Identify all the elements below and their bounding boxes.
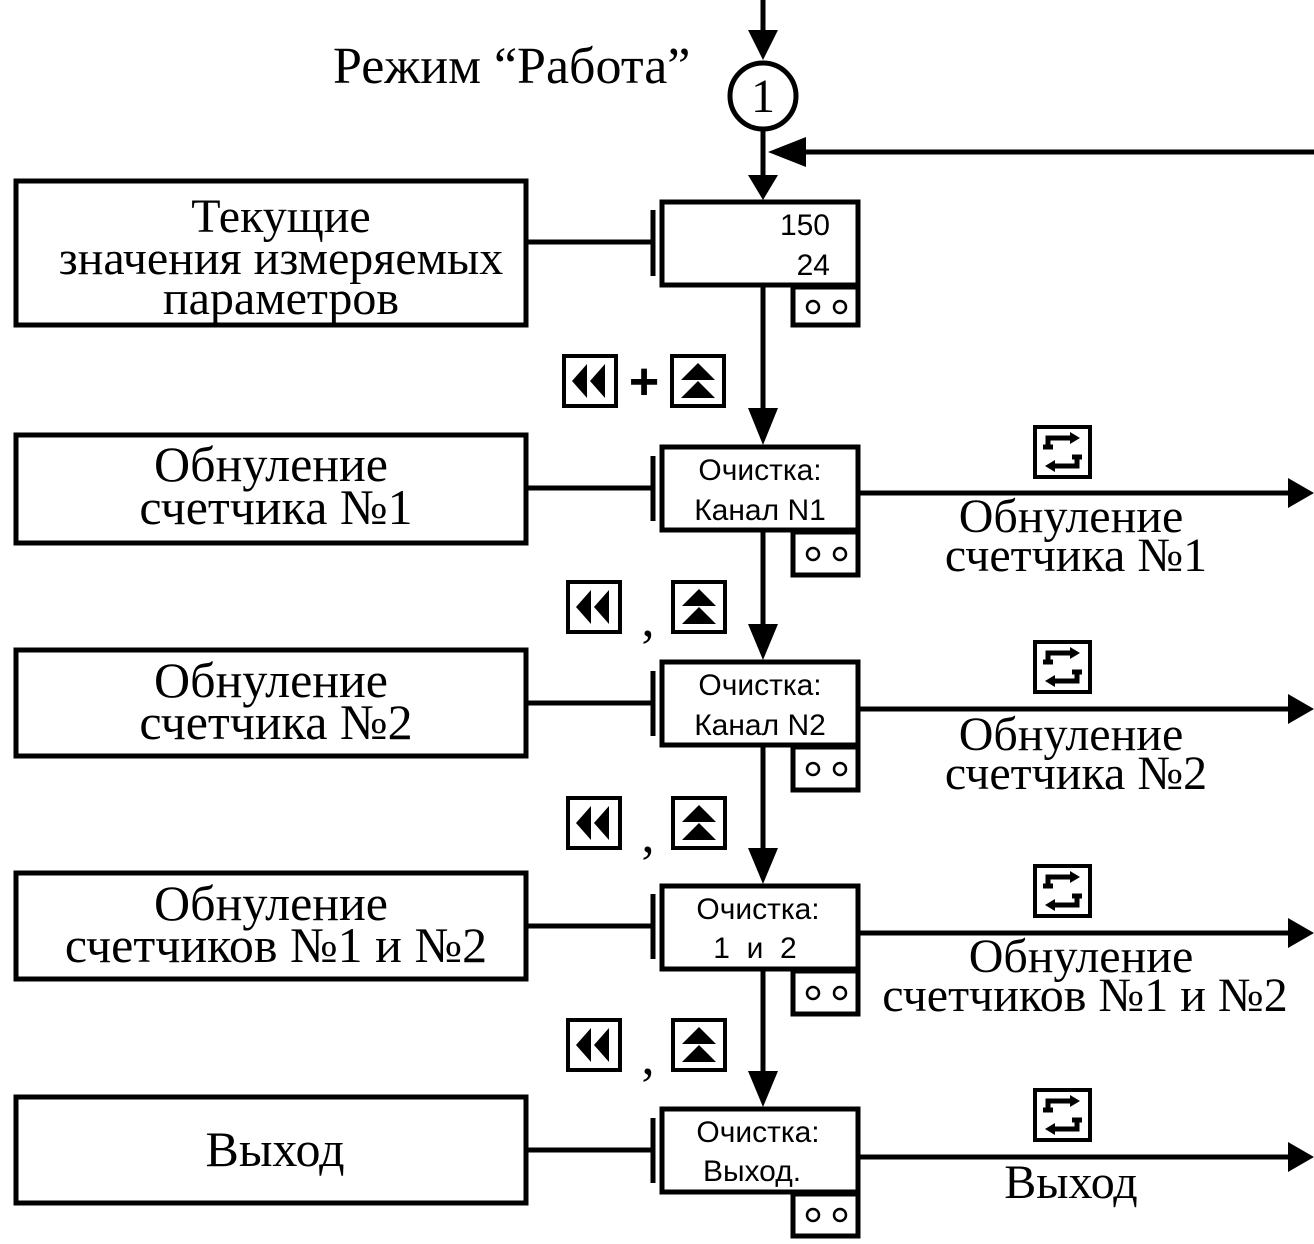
left-label-line-1: Текущие [191, 190, 370, 243]
display-line-1: Очистка: [698, 454, 821, 487]
key-combo-1: , [566, 580, 727, 648]
cycle-arrows-icon [1033, 1088, 1092, 1142]
step-reset-both-counters: Обнуление счетчиков №1 и №2 Очистка: 1 и… [13, 864, 1314, 1022]
left-label-box [13, 1094, 529, 1206]
left-label-line-1: Обнуление [154, 436, 388, 492]
mode-title: Режим “Работа” [333, 38, 690, 95]
two-led-indicator-icon [790, 529, 861, 578]
output-arrowhead [1288, 1142, 1314, 1172]
step-reset-counter-2: Обнуление счетчика №2 Очистка: Канал N2 … [13, 640, 1314, 800]
plus-sign: + [629, 353, 659, 411]
double-up-arrow-icon [671, 796, 727, 850]
display-line-1: 150 [780, 209, 830, 242]
double-up-arrow-icon [670, 354, 726, 408]
left-label-line-3: параметров [163, 272, 399, 325]
connector-label: 1 [751, 70, 775, 123]
comma-sign: , [642, 591, 655, 648]
step-current-values: Текущие значения измеряемых параметров 1… [13, 178, 861, 328]
display-line-2: 1 и 2 [713, 932, 796, 965]
display-screen [659, 1106, 861, 1195]
display-screen [659, 883, 861, 972]
left-label-line-2: счетчиков №1 и №2 [65, 917, 487, 973]
left-label-box [13, 647, 529, 759]
flow-arrow-1 [748, 408, 778, 445]
right-label-line-1: Обнуление [959, 708, 1184, 761]
output-arrowhead [1288, 478, 1314, 508]
double-up-arrow-icon [671, 1018, 727, 1072]
left-label-line-1: Обнуление [154, 875, 388, 931]
right-label-line-2: счетчиков №1 и №2 [882, 969, 1287, 1022]
left-label-box [13, 870, 529, 982]
flow-arrow-4 [748, 1071, 778, 1107]
display-line-1: Очистка: [696, 1116, 819, 1149]
double-left-arrow-icon [566, 580, 622, 634]
double-up-arrow-icon [671, 580, 727, 634]
step-reset-counter-1: Обнуление счетчика №1 Очистка: Канал N1 … [13, 425, 1314, 582]
cycle-arrows-icon [1033, 640, 1092, 694]
two-led-indicator-icon [790, 1191, 861, 1239]
display-screen [659, 444, 861, 533]
double-left-arrow-icon [566, 796, 622, 850]
flow-arrow-2 [748, 624, 778, 660]
display-line-1: Очистка: [698, 669, 821, 702]
display-line-2: 24 [797, 249, 830, 282]
display-line-2: Канал N2 [694, 709, 826, 742]
right-label-line-1: Обнуление [969, 930, 1194, 983]
output-arrowhead [1288, 918, 1314, 948]
left-label-line-2: счетчика №1 [139, 479, 412, 535]
return-arrowhead [768, 137, 806, 167]
left-label-line-2: значения измеряемых [59, 232, 504, 285]
display-screen [659, 659, 861, 748]
entry-arrowhead [748, 30, 778, 60]
key-combo-2: , [566, 796, 727, 864]
double-left-arrow-icon [562, 354, 618, 408]
comma-sign: , [642, 807, 655, 864]
left-label-line-1: Выход [205, 1121, 344, 1177]
display-line-2: Выход. [703, 1155, 801, 1188]
two-led-indicator-icon [790, 284, 861, 328]
two-led-indicator-icon [790, 968, 861, 1017]
left-label-line-1: Обнуление [154, 652, 388, 708]
left-label-line-2: счетчика №2 [139, 694, 412, 750]
two-led-indicator-icon [790, 744, 861, 793]
key-combo-0: + [562, 353, 726, 411]
comma-sign: , [642, 1029, 655, 1086]
double-left-arrow-icon [566, 1018, 622, 1072]
flow-arrow-0 [748, 175, 778, 200]
output-arrowhead [1288, 694, 1314, 724]
left-label-box [13, 178, 529, 328]
flow-arrow-3 [748, 848, 778, 884]
right-label-line-1: Выход [1004, 1156, 1137, 1209]
display-line-1: Очистка: [696, 893, 819, 926]
display-line-2: Канал N1 [694, 494, 826, 527]
cycle-arrows-icon [1033, 425, 1092, 479]
key-combo-3: , [566, 1018, 727, 1086]
right-label-line-2: счетчика №2 [945, 747, 1207, 800]
right-label-line-2: счетчика №1 [945, 529, 1207, 582]
step-exit: Выход Очистка: Выход. Выход [13, 1088, 1314, 1239]
right-label-line-1: Обнуление [959, 490, 1184, 543]
cycle-arrows-icon [1033, 864, 1092, 918]
display-screen [659, 199, 861, 288]
